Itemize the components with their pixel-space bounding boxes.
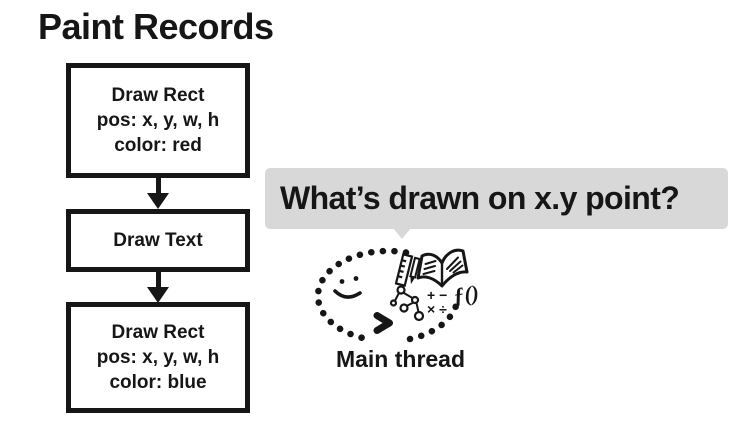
function-symbol: ƒ() <box>452 280 481 308</box>
page-title: Paint Records <box>38 6 274 47</box>
speech-bubble: What’s drawn on x.y point? <box>265 168 728 229</box>
flow-box-line: color: red <box>114 135 202 156</box>
arrow-stem <box>155 178 161 193</box>
chevron-right-icon <box>373 312 393 334</box>
flow-box-draw-text: Draw Text <box>66 209 250 272</box>
arrow-down-icon <box>147 272 169 303</box>
main-thread-doodle: + − × ÷ ƒ() <box>314 247 481 343</box>
flow-box-line: pos: x, y, w, h <box>96 347 220 368</box>
smiley-face-icon <box>333 276 362 299</box>
arrow-down-icon <box>147 178 169 209</box>
flow-box-draw-rect-blue: Draw Rect pos: x, y, w, h color: blue <box>66 302 250 413</box>
flow-box-line: color: blue <box>109 372 207 393</box>
math-symbols-row2: × ÷ <box>427 301 447 317</box>
arrow-stem <box>155 272 161 287</box>
flow-box-draw-rect-red: Draw Rect pos: x, y, w, h color: red <box>66 63 250 178</box>
main-thread-label: Main thread <box>335 346 466 372</box>
arrow-head <box>147 287 169 303</box>
arrow-head <box>147 193 169 209</box>
pencil-icon <box>409 256 421 285</box>
ruler-icon <box>394 253 414 287</box>
math-symbols-row1: + − <box>427 287 447 303</box>
tree-diagram-icon <box>389 285 425 322</box>
speech-bubble-tail <box>393 228 411 239</box>
flow-box-line: Draw Rect <box>111 322 205 343</box>
dotted-loop-icon <box>314 247 461 343</box>
flow-box-line: Draw Rect <box>111 85 205 106</box>
speech-bubble-text: What’s drawn on x.y point? <box>280 180 680 216</box>
flow-box-line: pos: x, y, w, h <box>96 110 220 131</box>
flow-box-line: Draw Text <box>113 230 203 251</box>
book-icon <box>416 248 469 288</box>
